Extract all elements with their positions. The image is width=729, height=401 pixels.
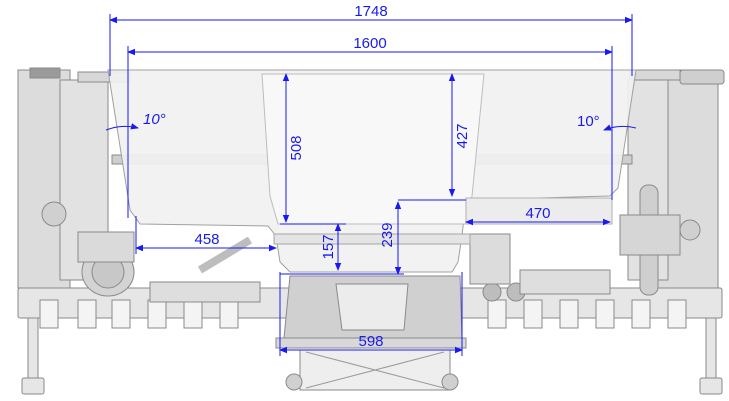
dimension-lines [105,14,637,356]
leg-left [27,317,39,381]
foot-left [21,377,45,395]
leg-right [705,317,717,381]
angle-right-label: 10° [577,113,600,130]
base-width-label: 598 [358,333,383,350]
inner-width-label: 1600 [353,35,386,52]
foot-right [699,377,723,395]
step-height-label: 157 [320,234,337,259]
angle-right-arc [603,124,637,131]
tub-body [107,69,637,273]
step-width-label: 470 [525,205,550,222]
angle-left-arc [105,123,139,131]
seat-height-label: 239 [379,222,396,247]
depth-left-label: 508 [288,135,305,160]
depth-right-label: 427 [454,123,471,148]
base-teeth [39,299,687,329]
side-offset-label: 458 [194,231,219,248]
overall-width-label: 1748 [354,3,387,20]
angle-left-label: 10° [143,111,166,128]
